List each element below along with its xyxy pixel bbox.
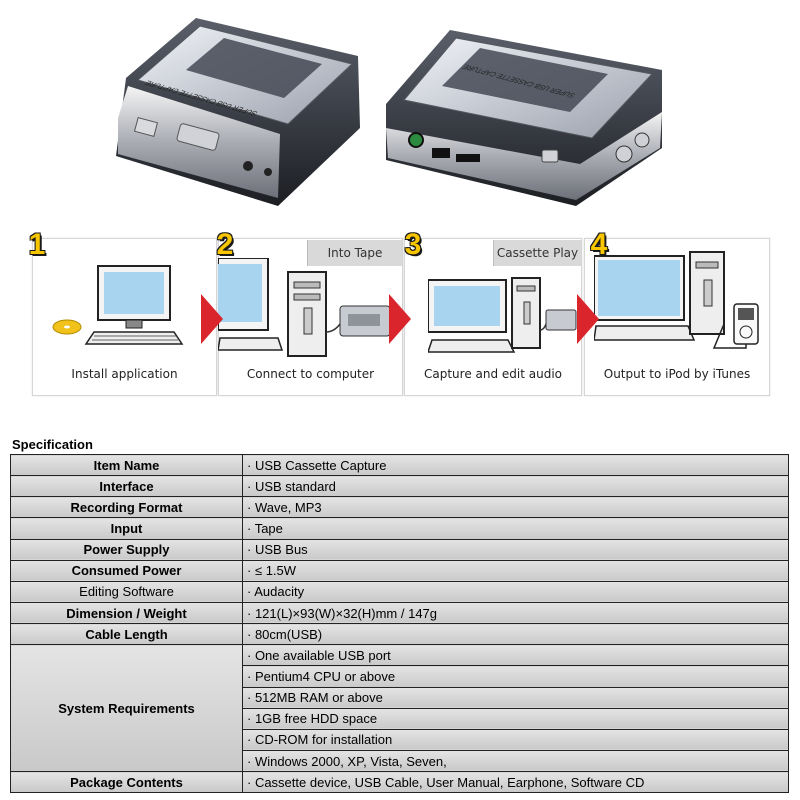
cassette-device-photo-left: SUPER USB CASSETTE CAPTURE bbox=[116, 18, 360, 206]
step-1-caption: Install application bbox=[71, 367, 178, 381]
step-3-caption: Capture and edit audio bbox=[423, 367, 563, 381]
step-2-number: 2 bbox=[216, 228, 234, 261]
spec-table: Item Name · USB Cassette Capture Interfa… bbox=[10, 453, 789, 794]
table-row: Item Name · USB Cassette Capture bbox=[10, 453, 789, 477]
table-row: · Pentium4 CPU or above bbox=[11, 665, 789, 688]
table-row: Package Contents · Cassette device, USB … bbox=[10, 771, 789, 794]
step-1-computer-illustration bbox=[52, 265, 184, 345]
cassette-device-photo-right: SUPER USB CASSETTE CAPTURE bbox=[386, 30, 662, 206]
step-3-tag: Cassette Play bbox=[493, 240, 581, 266]
table-row: · CD-ROM for installation bbox=[11, 728, 789, 751]
spec-label: Editing Software bbox=[10, 580, 243, 603]
step-3-number: 3 bbox=[404, 228, 422, 261]
table-row: System Requirements · One available USB … bbox=[10, 644, 789, 773]
spec-label: Consumed Power bbox=[10, 559, 243, 582]
table-row: Cable Length · 80cm(USB) bbox=[10, 623, 789, 646]
step-2-connect-illustration bbox=[218, 258, 391, 357]
step-3-capture-illustration bbox=[428, 277, 577, 353]
spec-label: Cable Length bbox=[10, 623, 243, 646]
spec-label: Dimension / Weight bbox=[10, 601, 243, 625]
table-row: Power Supply · USB Bus bbox=[10, 538, 789, 561]
table-row: · 1GB free HDD space bbox=[11, 707, 789, 730]
spec-value: · USB standard bbox=[242, 475, 789, 498]
spec-value: · 1GB free HDD space bbox=[242, 707, 789, 730]
spec-heading: Specification bbox=[12, 437, 93, 452]
spec-value: · CD-ROM for installation bbox=[242, 728, 789, 751]
spec-label: Recording Format bbox=[10, 496, 243, 519]
spec-value: · One available USB port bbox=[242, 644, 789, 667]
spec-value: · USB Cassette Capture bbox=[242, 453, 789, 477]
spec-label: Item Name bbox=[10, 453, 243, 477]
spec-value: · Pentium4 CPU or above bbox=[242, 665, 789, 688]
step-arrow-icon bbox=[577, 294, 599, 344]
step-4-ipod-illustration bbox=[594, 251, 759, 349]
table-row: Consumed Power · ≤ 1.5W bbox=[10, 559, 789, 582]
spec-label: Interface bbox=[10, 475, 243, 498]
spec-value: · Audacity bbox=[242, 580, 789, 603]
table-row: Editing Software · Audacity bbox=[10, 580, 789, 603]
spec-value: · 80cm(USB) bbox=[242, 623, 789, 646]
spec-label: Power Supply bbox=[10, 538, 243, 561]
spec-value: · Tape bbox=[242, 517, 789, 540]
table-row: Input · Tape bbox=[10, 517, 789, 540]
step-4-number: 4 bbox=[590, 228, 608, 261]
step-arrow-icon bbox=[389, 294, 411, 344]
spec-label: Input bbox=[10, 517, 243, 540]
spec-value: · Windows 2000, XP, Vista, Seven, bbox=[242, 749, 789, 773]
spec-value: · USB Bus bbox=[242, 538, 789, 561]
spec-value: · 121(L)×93(W)×32(H)mm / 147g bbox=[242, 601, 789, 625]
spec-value: · 512MB RAM or above bbox=[242, 686, 789, 709]
table-row: · Windows 2000, XP, Vista, Seven, bbox=[11, 749, 789, 773]
table-row: Dimension / Weight · 121(L)×93(W)×32(H)m… bbox=[10, 601, 789, 625]
step-2-caption: Connect to computer bbox=[246, 367, 375, 381]
table-row: · 512MB RAM or above bbox=[11, 686, 789, 709]
spec-label-system-requirements: System Requirements bbox=[10, 644, 243, 773]
step-2-tag: Into Tape bbox=[307, 240, 402, 266]
spec-value: · Cassette device, USB Cable, User Manua… bbox=[242, 771, 789, 794]
step-1-number: 1 bbox=[28, 228, 46, 261]
spec-label: Package Contents bbox=[10, 771, 243, 794]
table-row: Interface · USB standard bbox=[10, 475, 789, 498]
table-row: Recording Format · Wave, MP3 bbox=[10, 496, 789, 519]
step-arrow-icon bbox=[201, 294, 223, 344]
step-4-caption: Output to iPod by iTunes bbox=[603, 367, 751, 381]
spec-value: · Wave, MP3 bbox=[242, 496, 789, 519]
spec-value: · ≤ 1.5W bbox=[242, 559, 789, 582]
